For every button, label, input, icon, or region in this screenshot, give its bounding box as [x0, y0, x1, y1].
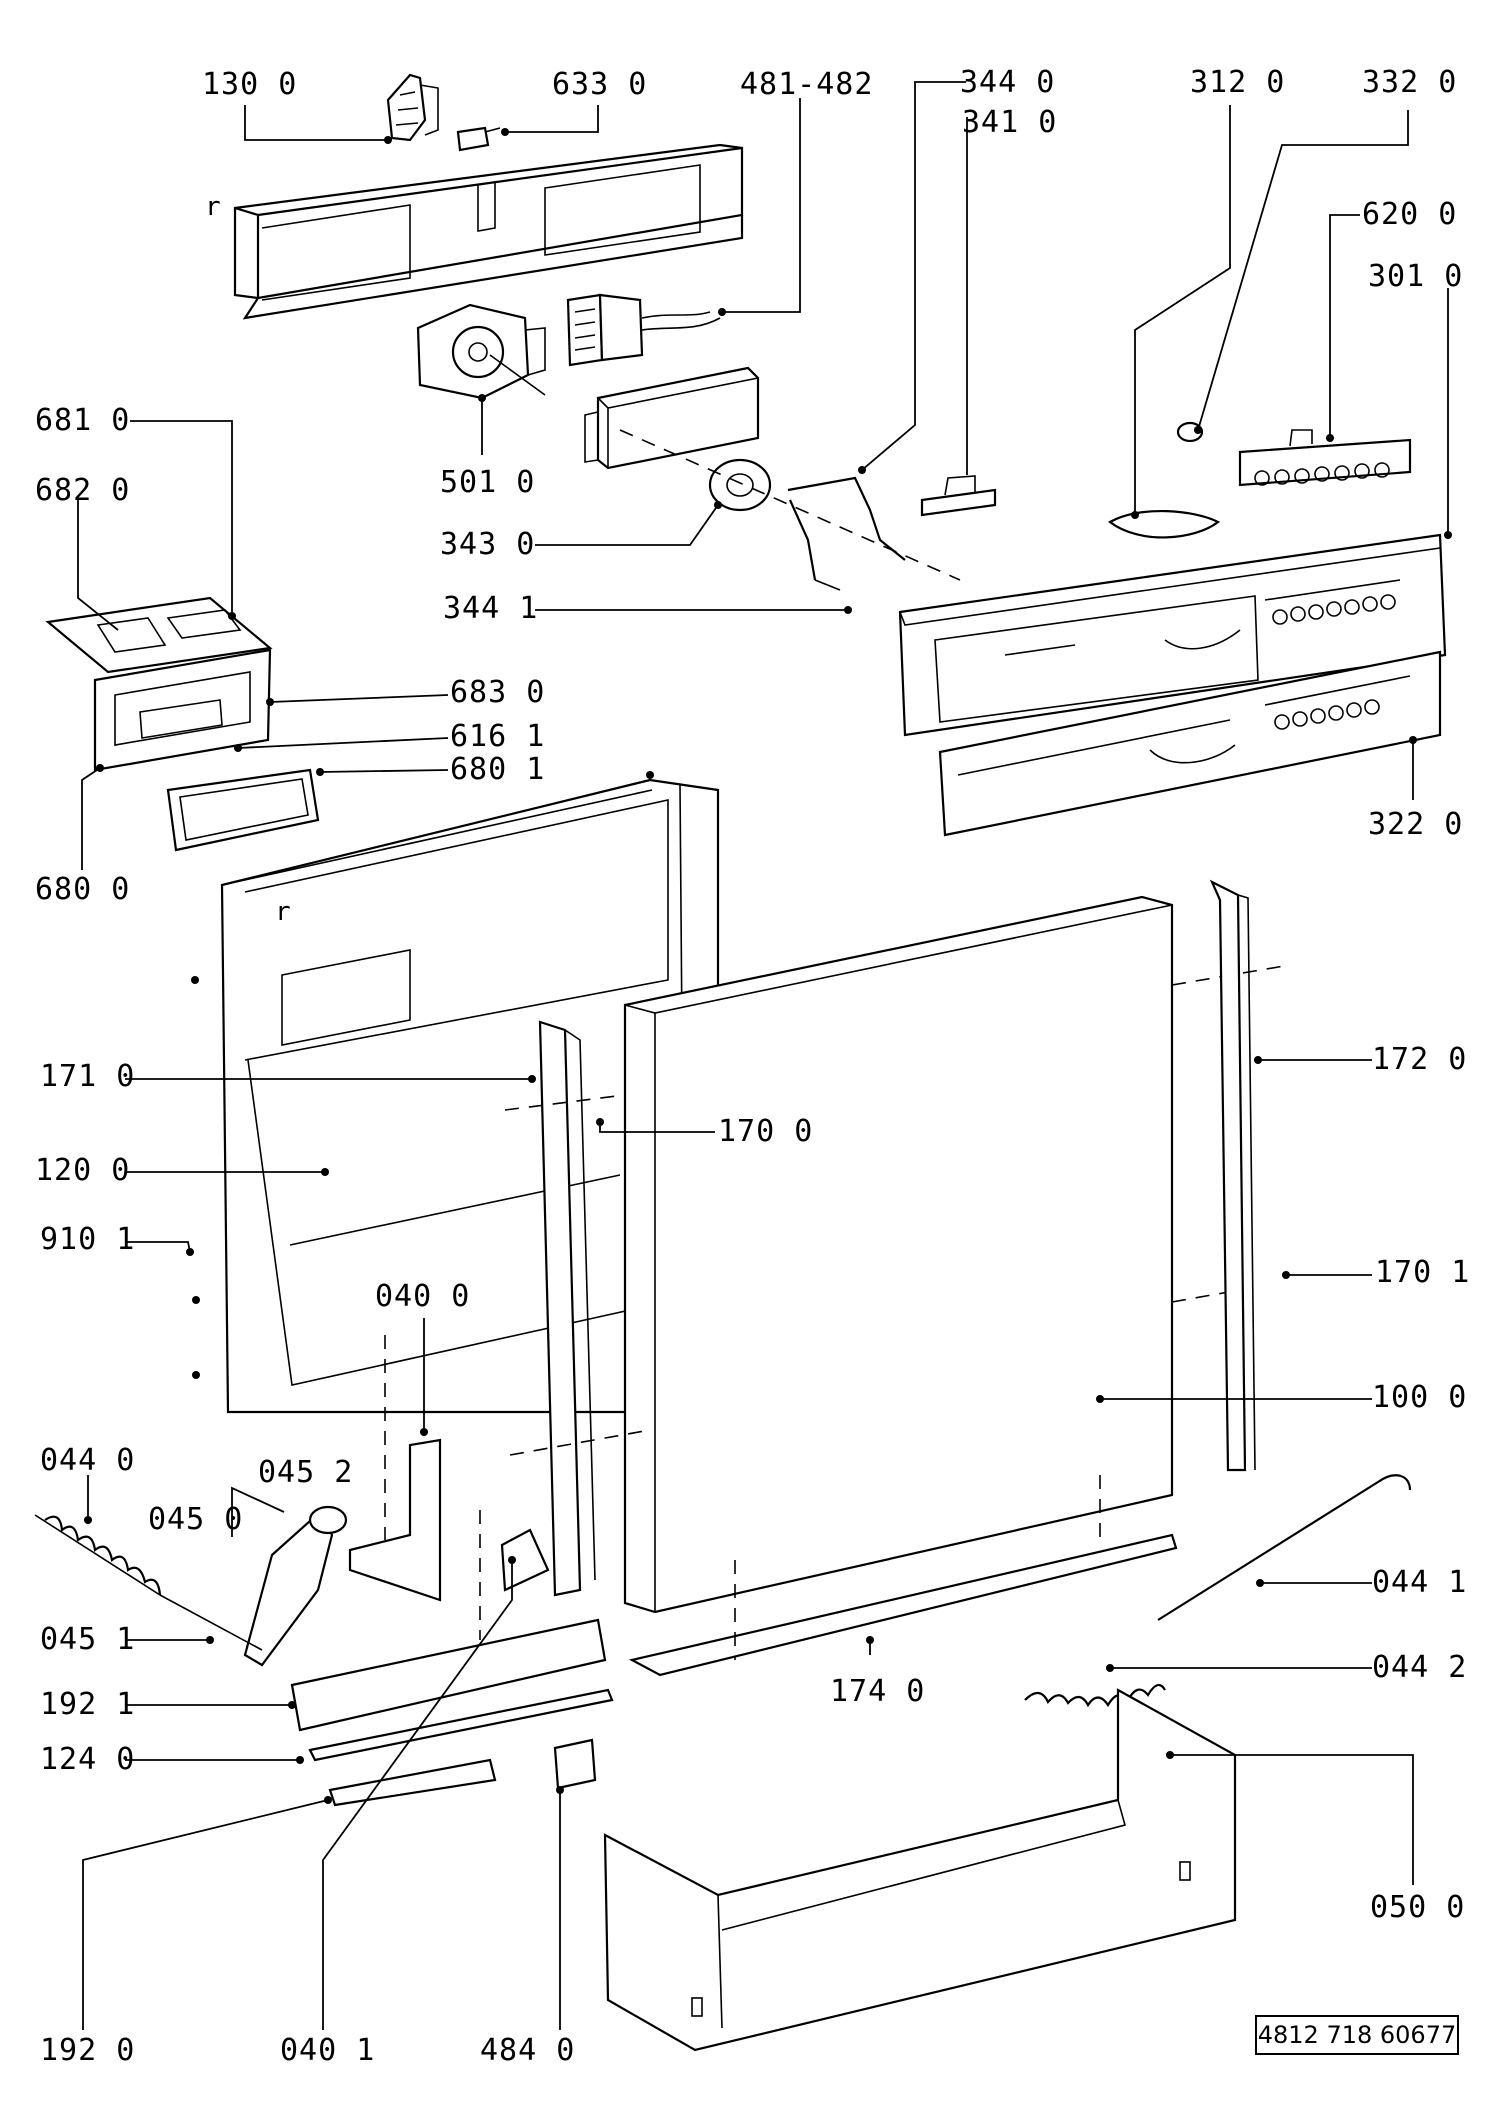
leader-dots	[84, 128, 1452, 1804]
label-050-0: 050 0	[1370, 1890, 1466, 1925]
label-174-0: 174 0	[830, 1674, 926, 1709]
part-322-front-plate	[938, 650, 1442, 837]
label-045-2: 045 2	[258, 1455, 354, 1490]
part-programmer-housing	[584, 366, 760, 470]
label-172-0: 172 0	[1372, 1042, 1468, 1077]
label-040-0: 040 0	[375, 1279, 471, 1314]
label-344-1: 344 1	[443, 591, 539, 626]
side-mark-top: r	[205, 192, 221, 222]
part-344-bracket	[787, 476, 906, 591]
part-501-timer-motor	[416, 303, 546, 400]
part-681-dispenser	[45, 596, 273, 772]
label-680-0: 680 0	[35, 872, 131, 907]
part-312-lens	[1108, 509, 1221, 539]
label-910-1: 910 1	[40, 1222, 136, 1257]
label-130-0: 130 0	[202, 67, 298, 102]
label-301-0: 301 0	[1368, 259, 1464, 294]
label-170-1: 170 1	[1375, 1255, 1471, 1290]
part-045-hinge-arm	[243, 1505, 348, 1667]
label-044-0: 044 0	[40, 1443, 136, 1478]
part-172-side-strip	[1209, 879, 1256, 1472]
label-045-1: 045 1	[40, 1622, 136, 1657]
part-484-clip	[553, 1738, 597, 1790]
label-484-0: 484 0	[480, 2033, 576, 2068]
leader-lines	[77, 81, 1449, 2030]
label-481-482: 481-482	[740, 67, 874, 102]
label-044-2: 044 2	[1372, 1650, 1468, 1685]
label-044-1: 044 1	[1372, 1565, 1468, 1600]
label-681-0: 681 0	[35, 403, 131, 438]
label-124-0: 124 0	[40, 1742, 136, 1777]
label-171-0: 171 0	[40, 1059, 136, 1094]
part-130-bracket	[386, 73, 439, 142]
document-number: 4812 718 60677	[1255, 2015, 1459, 2055]
part-680-gasket	[166, 768, 320, 852]
label-343-0: 343 0	[440, 527, 536, 562]
part-192-rails	[290, 1618, 614, 1807]
part-040-hinge	[348, 1335, 481, 1640]
part-171-strip	[538, 1020, 596, 1597]
part-040-1-bracket	[500, 1528, 550, 1592]
label-344-0: 344 0	[960, 65, 1056, 100]
label-616-1: 616 1	[450, 719, 546, 754]
label-341-0: 341 0	[962, 105, 1058, 140]
part-044-spring-left	[34, 1514, 263, 1651]
part-620-button-board	[1238, 429, 1412, 487]
label-192-1: 192 1	[40, 1687, 136, 1722]
label-322-0: 322 0	[1368, 807, 1464, 842]
label-170-0: 170 0	[718, 1114, 814, 1149]
part-301-control-panel	[898, 533, 1447, 737]
label-192-0: 192 0	[40, 2033, 136, 2068]
label-501-0: 501 0	[440, 465, 536, 500]
label-682-0: 682 0	[35, 473, 131, 508]
label-620-0: 620 0	[1362, 197, 1458, 232]
label-633-0: 633 0	[552, 67, 648, 102]
label-683-0: 683 0	[450, 675, 546, 710]
part-044-spring-right	[1024, 1474, 1412, 1708]
label-332-0: 332 0	[1362, 65, 1458, 100]
side-mark-panel: r	[275, 897, 291, 927]
part-174-bottom-rail	[628, 1475, 1178, 1677]
part-341-clip	[920, 475, 997, 517]
part-050-kick-plate	[603, 1688, 1237, 2052]
top-rail-part	[233, 143, 744, 320]
part-481-terminal-block	[566, 293, 721, 367]
part-633-switch	[456, 126, 501, 152]
label-045-0: 045 0	[148, 1502, 244, 1537]
label-100-0: 100 0	[1372, 1380, 1468, 1415]
label-040-1: 040 1	[280, 2033, 376, 2068]
label-680-1: 680 1	[450, 752, 546, 787]
part-343-ring	[619, 429, 961, 581]
label-312-0: 312 0	[1190, 65, 1286, 100]
label-120-0: 120 0	[35, 1153, 131, 1188]
